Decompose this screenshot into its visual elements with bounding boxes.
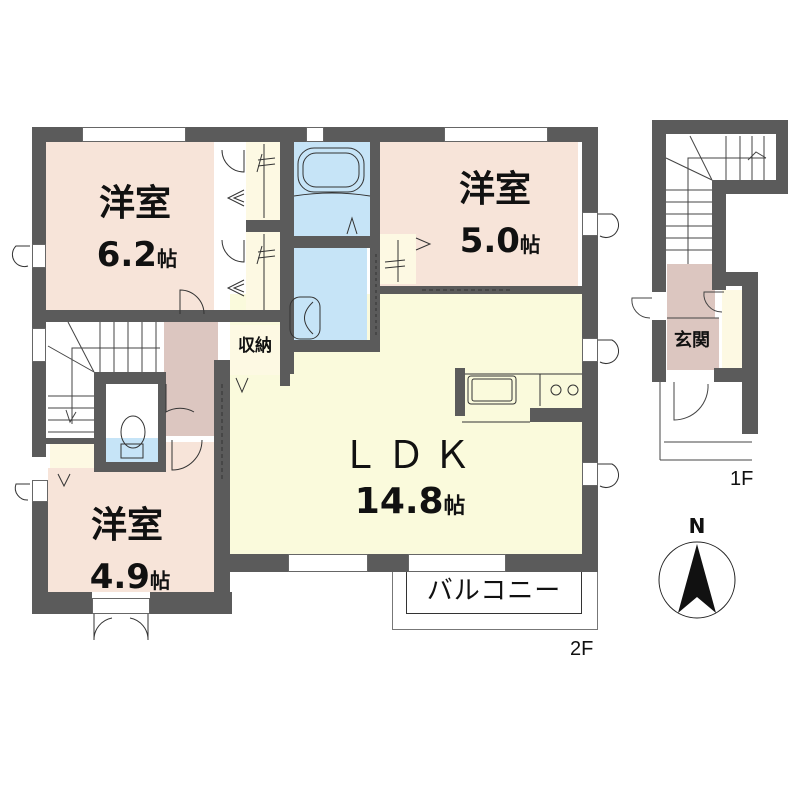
area-value: 6.2 bbox=[96, 235, 157, 275]
wall-1f-right bbox=[742, 272, 758, 434]
area-unit: 帖 bbox=[149, 569, 171, 593]
window-right-ldk-1[interactable] bbox=[582, 338, 598, 362]
wall-1f-inner bbox=[712, 180, 726, 290]
closet-4-fill bbox=[50, 444, 94, 468]
wall-bottom-left bbox=[32, 592, 92, 614]
wall-storage-right bbox=[280, 340, 290, 386]
wall-left-upper bbox=[32, 127, 46, 457]
storage-label: 収納 bbox=[238, 336, 272, 356]
room-western-3-area: 4.9帖 bbox=[60, 560, 200, 594]
room-western-3-fill bbox=[48, 468, 214, 592]
wall-between-ldk-western3 bbox=[214, 360, 230, 614]
room-western-2-name: 洋室 bbox=[458, 169, 531, 210]
floor-label-1f: 1F bbox=[730, 468, 754, 490]
wall-left-lower bbox=[32, 500, 48, 614]
hallway-fill bbox=[164, 320, 218, 436]
wall-stair-toilet bbox=[94, 372, 164, 384]
window-top-western2[interactable] bbox=[444, 127, 548, 142]
wall-kitchen-right bbox=[530, 408, 582, 422]
area-unit: 帖 bbox=[519, 233, 541, 257]
wall-toilet-bottom bbox=[94, 462, 164, 472]
wall-1f-left-lower bbox=[652, 320, 666, 382]
floor-label-2f: 2F bbox=[570, 638, 594, 660]
window-bottom-ldk-1[interactable] bbox=[288, 554, 368, 572]
wall-bath-divider bbox=[289, 236, 379, 248]
wall-1f-bottom bbox=[714, 368, 744, 382]
closet-1f-fill bbox=[722, 290, 742, 368]
window-left-western3[interactable] bbox=[32, 480, 48, 502]
washroom-fill bbox=[289, 248, 367, 340]
area-value: 4.9 bbox=[89, 557, 150, 597]
wall-closet-divider bbox=[246, 220, 280, 232]
wall-1f-top bbox=[652, 120, 788, 134]
closet-2-fill bbox=[246, 232, 280, 312]
entrance-label: 玄関 bbox=[674, 330, 710, 351]
room-ldk-name: ＬＤＫ bbox=[340, 433, 479, 477]
wall-kitchen-back bbox=[455, 368, 465, 416]
area-value: 14.8 bbox=[354, 481, 444, 522]
wall-washroom-bottom bbox=[280, 340, 380, 352]
wall-toilet-left bbox=[94, 372, 106, 468]
wall-bottom-left-2 bbox=[150, 592, 232, 614]
wall-closet4-bottom bbox=[46, 438, 96, 444]
room-ldk-area: 14.8帖 bbox=[340, 484, 480, 520]
wall-1f-right-top bbox=[776, 120, 788, 194]
room-western-3-fill-b bbox=[160, 442, 214, 472]
wall-1f-left bbox=[652, 120, 666, 292]
wall-bath-right bbox=[370, 142, 380, 342]
window-right-western2[interactable] bbox=[582, 212, 598, 236]
room-western-1-name: 洋室 bbox=[98, 183, 171, 224]
room-western-2-area: 5.0帖 bbox=[430, 224, 570, 258]
room-ldk-fill-top bbox=[380, 294, 582, 324]
storage-fill bbox=[230, 325, 280, 375]
window-top-western1[interactable] bbox=[82, 127, 186, 142]
area-unit: 帖 bbox=[156, 247, 178, 271]
window-left-western1[interactable] bbox=[32, 244, 46, 268]
window-top-bath[interactable] bbox=[306, 127, 324, 142]
entrance-fill bbox=[667, 318, 719, 370]
balcony bbox=[392, 572, 598, 630]
wall-western1-bottom bbox=[46, 310, 280, 322]
wall-1f-step bbox=[712, 180, 788, 194]
room-western-1-area: 6.2帖 bbox=[62, 238, 212, 272]
compass-north-label: N bbox=[688, 514, 706, 538]
room-western-3-name: 洋室 bbox=[90, 505, 163, 546]
window-left-stairs[interactable] bbox=[32, 328, 46, 362]
area-unit: 帖 bbox=[443, 494, 466, 519]
room-western-1-fill bbox=[46, 142, 214, 310]
closet-1-fill bbox=[246, 142, 280, 220]
balcony-label: バルコニー bbox=[426, 576, 562, 606]
balcony-inner bbox=[406, 572, 582, 614]
wall-toilet-right bbox=[158, 372, 166, 472]
area-value: 5.0 bbox=[459, 221, 520, 261]
window-bottom-ldk-2[interactable] bbox=[408, 554, 506, 572]
window-bottom-western3[interactable] bbox=[92, 598, 150, 614]
window-right-ldk-2[interactable] bbox=[582, 462, 598, 486]
